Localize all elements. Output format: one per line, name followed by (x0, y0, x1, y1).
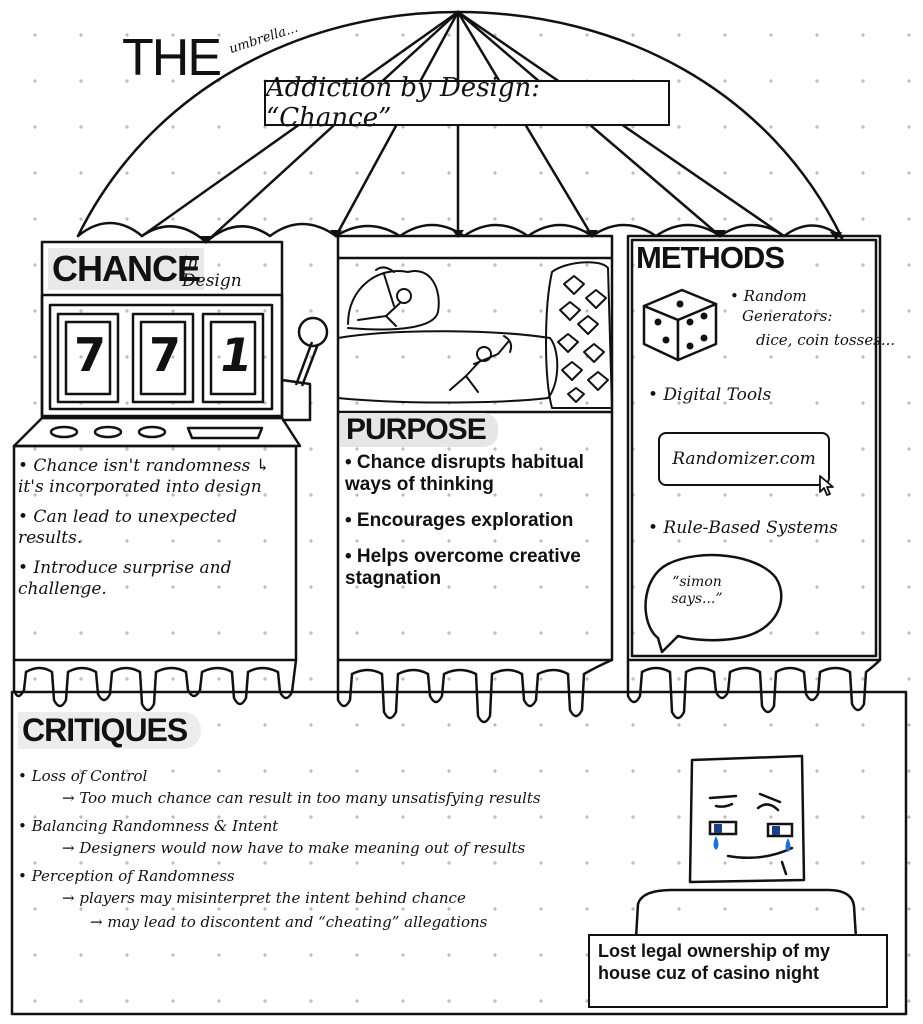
chance-title: CHANCE (48, 248, 205, 290)
casino-caption: Lost legal ownership of my house cuz of … (588, 934, 888, 1008)
critique-3-detail: → players may misinterpret the intent be… (62, 889, 466, 907)
critiques-list: • Loss of Control → Too much chance can … (18, 766, 638, 932)
chance-point-2: • Can lead to unexpected results. (18, 507, 238, 548)
random-generators-line1: • Random (730, 287, 807, 305)
purpose-point-1: • Chance disrupts habitual ways of think… (345, 452, 584, 495)
simon-says: “simon says...” (671, 574, 723, 607)
critique-3-subdetail: → may lead to discontent and “cheating” … (90, 913, 488, 931)
critique-1-label: • Loss of Control (18, 767, 148, 785)
chance-subtitle: in Design (182, 254, 242, 290)
subtitle-design: Design (182, 271, 242, 291)
reel-1-digit: 7 (74, 328, 107, 382)
speech-bubble-icon (644, 553, 783, 654)
chance-points: • Chance isn't randomness ↳ it's incorpo… (18, 456, 290, 609)
cursor-arrow-icon (819, 475, 834, 496)
critique-2-detail: → Designers would now have to make meani… (62, 839, 526, 857)
critiques-title: CRITIQUES (18, 712, 202, 749)
critique-3-label: • Perception of Randomness (18, 867, 235, 885)
purpose-points: • Chance disrupts habitual ways of think… (345, 452, 613, 604)
random-generators-line3: dice, coin tosses... (756, 331, 896, 349)
title-box: Addiction by Design: “Chance” (264, 73, 670, 133)
random-generators: • Random Generators: dice, coin tosses..… (730, 286, 895, 350)
random-generators-line2: Generators: (742, 307, 833, 325)
digital-tools: • Digital Tools (648, 385, 772, 405)
purpose-title: PURPOSE (340, 413, 498, 447)
reel-2-digit: 7 (149, 328, 182, 382)
rule-based-systems: • Rule-Based Systems (648, 518, 838, 538)
crying-face-illustration (634, 754, 858, 940)
page-title: Addiction by Design: “Chance” (266, 73, 541, 133)
subtitle-in: in (182, 253, 199, 273)
miners-illustration (337, 261, 613, 409)
critique-2-label: • Balancing Randomness & Intent (18, 817, 279, 835)
chance-point-3: • Introduce surprise and challenge. (18, 558, 232, 599)
randomizer-link-box[interactable]: Randomizer.com (658, 432, 830, 486)
the-heading: THE (122, 29, 222, 87)
purpose-point-2: • Encourages exploration (345, 510, 574, 531)
randomizer-link[interactable]: Randomizer.com (672, 449, 816, 469)
purpose-point-3: • Helps overcome creative stagnation (345, 546, 581, 589)
critique-1-detail: → Too much chance can result in too many… (62, 789, 541, 807)
methods-title: METHODS (636, 240, 785, 275)
dice-icon (642, 288, 718, 362)
chance-point-1: • Chance isn't randomness ↳ it's incorpo… (18, 456, 271, 497)
